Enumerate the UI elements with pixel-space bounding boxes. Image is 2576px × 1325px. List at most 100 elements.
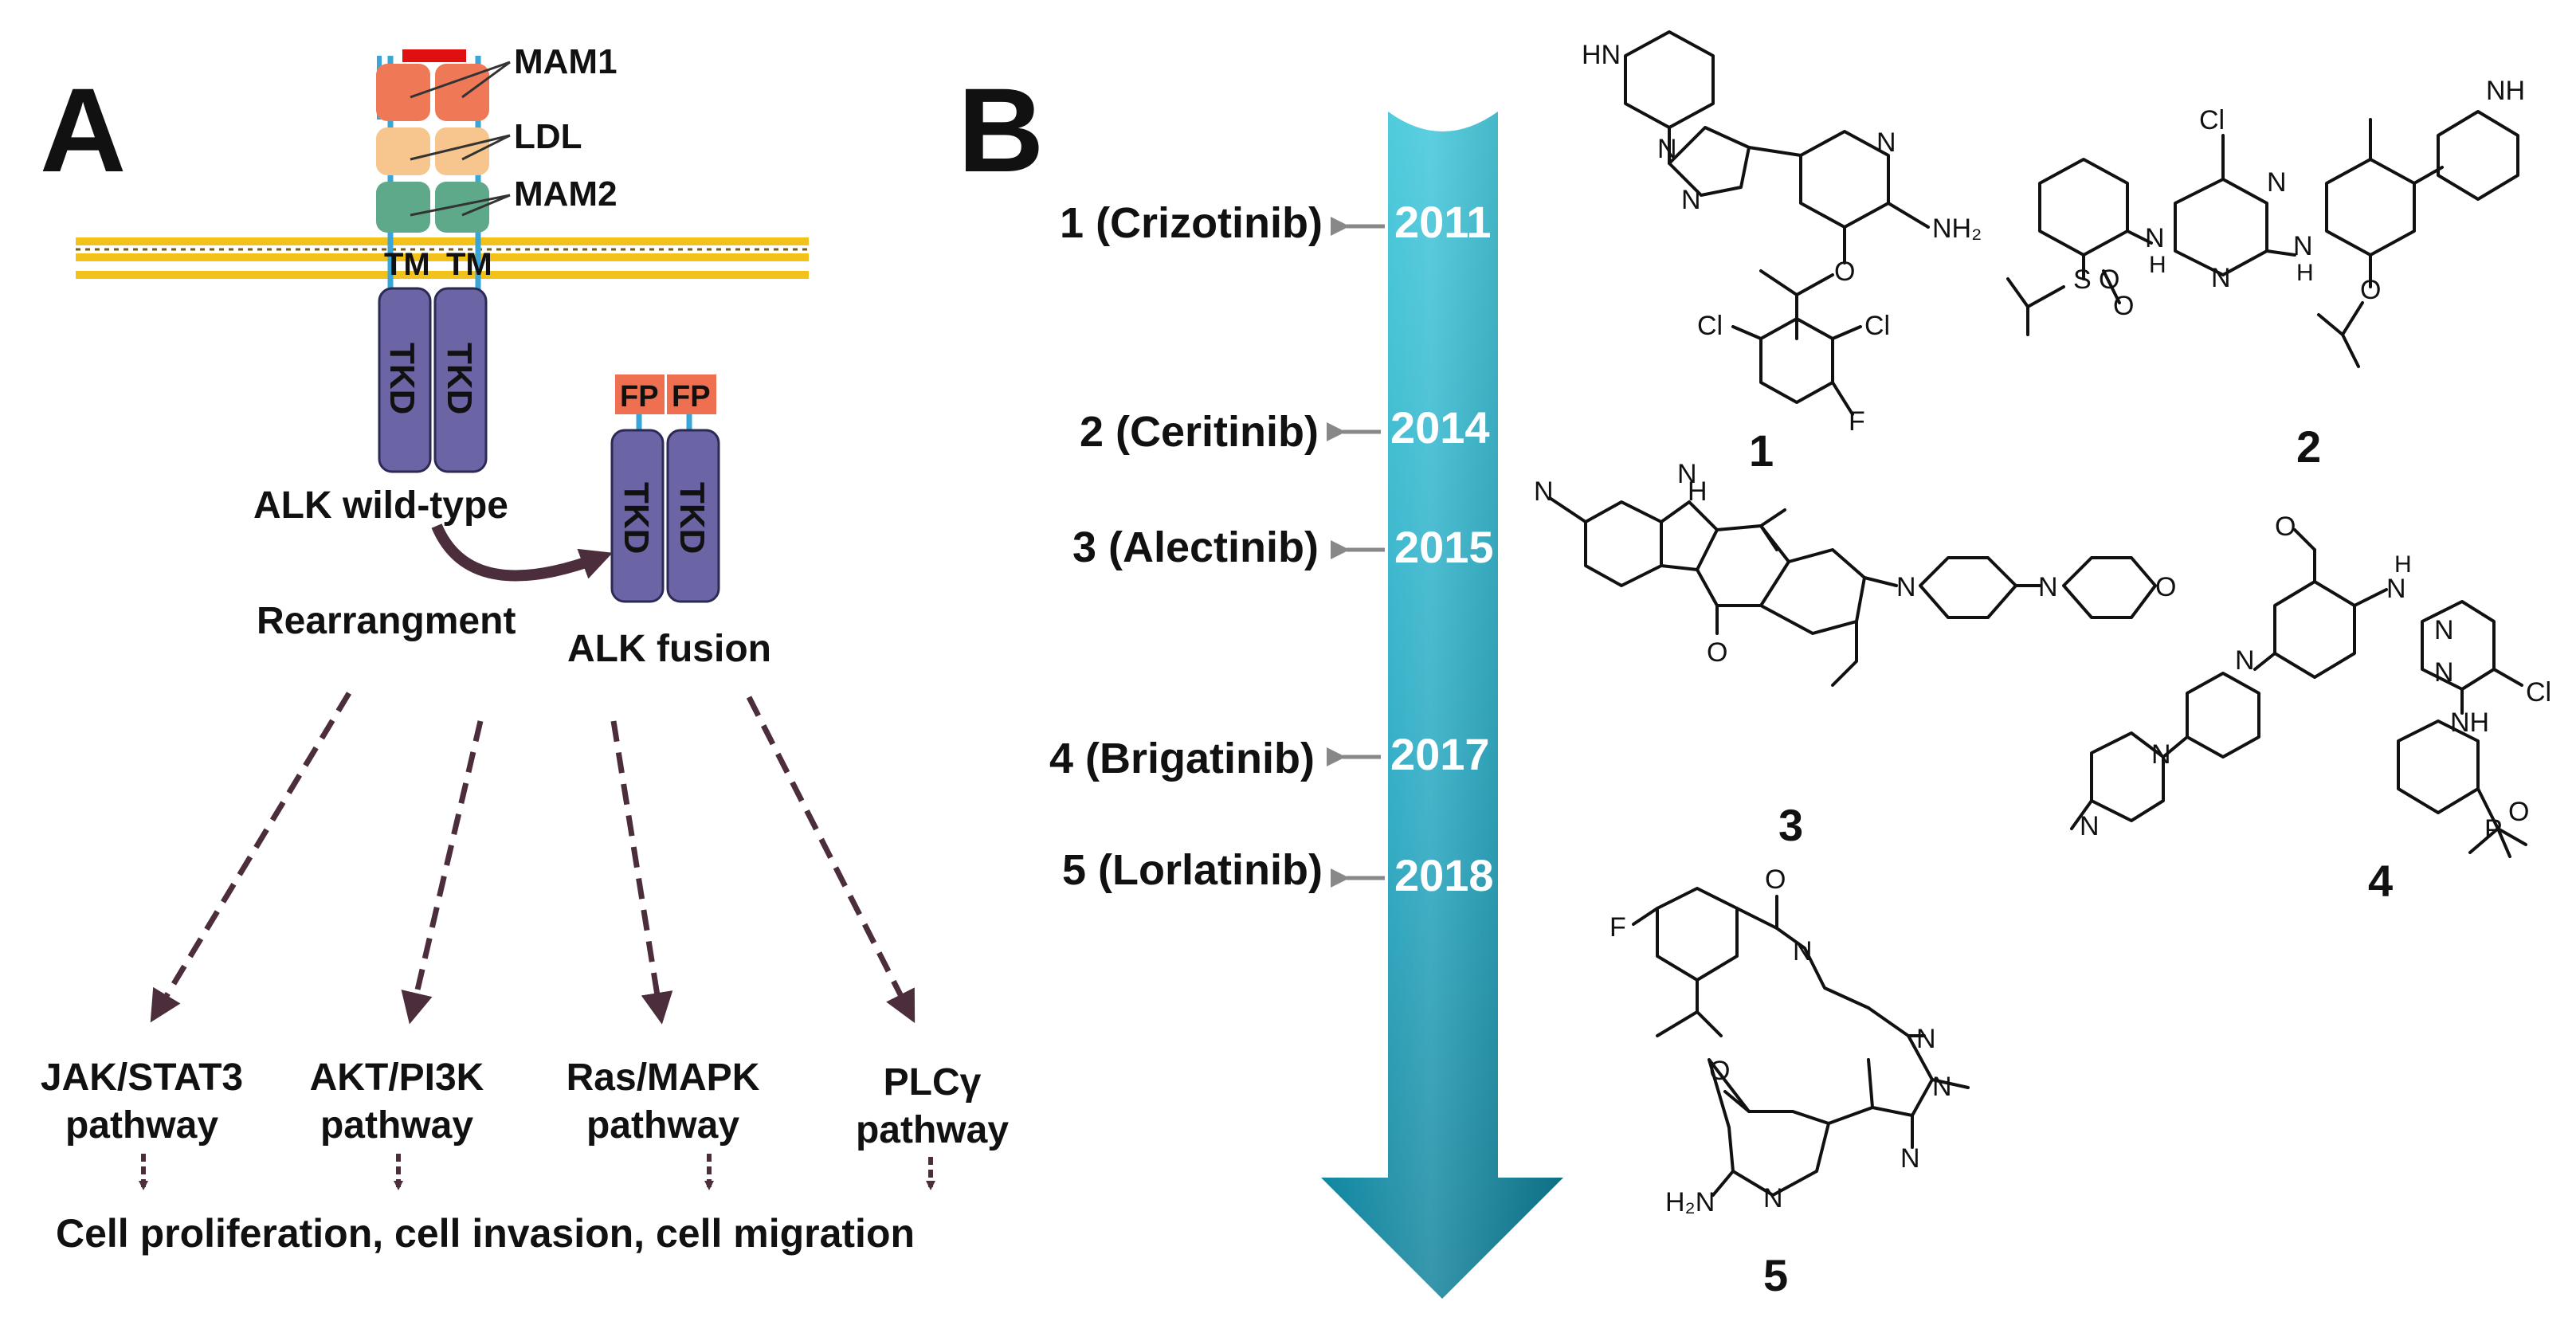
atom-label: H bbox=[1688, 476, 1708, 507]
ldl-domain-right bbox=[435, 127, 489, 175]
receptor-cap bbox=[402, 49, 466, 62]
atom-label: O bbox=[2508, 797, 2529, 827]
rearrangement-label: Rearrangment bbox=[257, 600, 516, 642]
atom-label: O bbox=[2360, 275, 2381, 305]
compound-number: 4 bbox=[2368, 856, 2393, 906]
tkd-label-left: TKD bbox=[382, 343, 421, 414]
pathway-3-line1: Ras/MAPK bbox=[567, 1056, 760, 1099]
atom-label: N bbox=[2145, 223, 2165, 253]
fp-label-left: FP bbox=[620, 380, 659, 414]
fusion-tkd-label-left: TKD bbox=[617, 482, 656, 554]
pathway-labels: JAK/STAT3 pathway AKT/PI3K pathway Ras/M… bbox=[41, 1056, 1009, 1151]
atom-label: N bbox=[1677, 459, 1697, 489]
atom-label: O bbox=[2113, 291, 2134, 321]
tkd-label-right: TKD bbox=[440, 343, 479, 414]
structure-1: HN N N N NH₂ O Cl Cl F 1 bbox=[1582, 30, 1982, 476]
timeline-entry: 3 (Alectinib) 2015 bbox=[1072, 522, 1494, 572]
atom-label: N bbox=[1932, 1072, 1952, 1102]
atom-label: O bbox=[1709, 1056, 1730, 1086]
atom-label: N bbox=[2151, 739, 2171, 770]
fp-domain-left bbox=[615, 374, 665, 414]
drug-name: 1 (Crizotinib) bbox=[1060, 199, 1323, 247]
approval-year: 2011 bbox=[1394, 197, 1492, 247]
tkd-domain-left bbox=[378, 287, 432, 473]
atom-label: Cl bbox=[2526, 677, 2551, 708]
pathway-2-line1: AKT/PI3K bbox=[310, 1056, 484, 1099]
mam1-domain-right bbox=[435, 64, 489, 121]
atom-label: O bbox=[2155, 572, 2176, 602]
compound-number: 3 bbox=[1778, 800, 1803, 850]
compound-number: 1 bbox=[1749, 425, 1774, 476]
ldl-label: LDL bbox=[514, 117, 582, 156]
atom-label: Cl bbox=[1864, 311, 1890, 341]
structure-5: O F N N N O H₂N N N 5 bbox=[1610, 864, 1970, 1300]
pathway-4-line2: pathway bbox=[856, 1109, 1009, 1151]
atom-label: N bbox=[1681, 185, 1701, 215]
atom-label: O bbox=[1707, 637, 1727, 668]
atom-label: N bbox=[1896, 572, 1916, 602]
atom-label: N bbox=[2119, 748, 2120, 750]
structure-2: Cl N N N H N H NH S O O O 2 bbox=[2006, 76, 2525, 472]
timeline-arrow bbox=[1321, 112, 1563, 1299]
atom-label: N bbox=[2235, 645, 2255, 676]
pathway-4-line1: PLCγ bbox=[884, 1061, 982, 1104]
fusion-tkd-left bbox=[610, 429, 665, 603]
mam2-label: MAM2 bbox=[514, 174, 618, 214]
approval-year: 2018 bbox=[1394, 850, 1494, 900]
drug-name: 3 (Alectinib) bbox=[1072, 523, 1319, 571]
atom-label: O bbox=[2275, 512, 2296, 542]
atom-label: O bbox=[1834, 257, 1855, 287]
drug-name: 5 (Lorlatinib) bbox=[1062, 846, 1323, 894]
fusion-tkd-label-right: TKD bbox=[672, 482, 712, 554]
tm-label-left: TM bbox=[384, 247, 430, 282]
atom-label: H bbox=[2296, 260, 2314, 286]
pathway-2-line2: pathway bbox=[320, 1104, 473, 1147]
mam1-label: MAM1 bbox=[514, 42, 618, 81]
atom-label: O bbox=[1765, 864, 1786, 895]
atom-label: N bbox=[2038, 572, 2058, 602]
drug-name: 4 (Brigatinib) bbox=[1049, 735, 1315, 782]
fp-label-right: FP bbox=[672, 380, 711, 414]
tm-label-right: TM bbox=[446, 247, 492, 282]
cell-membrane bbox=[76, 237, 809, 279]
alk-wild-type-receptor: TKD TKD TM TM MAM1 LDL MAM2 ALK wild-typ… bbox=[253, 42, 618, 527]
timeline-entries: 1 (Crizotinib) 2011 2 (Ceritinib) 2014 3… bbox=[1049, 197, 1494, 900]
atom-label: NH bbox=[2486, 76, 2525, 106]
atom-label: N bbox=[2267, 167, 2287, 198]
atom-label: S bbox=[2073, 265, 2092, 295]
pathway-1-line1: JAK/STAT3 bbox=[41, 1056, 243, 1099]
atom-label: F bbox=[1610, 912, 1626, 943]
compound-number: 5 bbox=[1763, 1250, 1788, 1300]
mam2-domain-right bbox=[435, 182, 489, 233]
atom-label: Cl bbox=[1697, 311, 1723, 341]
structure-3: N H N O N N O 3 bbox=[1534, 459, 2176, 850]
atom-label: N bbox=[1900, 1143, 1920, 1174]
approval-year: 2014 bbox=[1390, 402, 1490, 453]
outcome-arrows bbox=[139, 1154, 935, 1190]
panel-a-label: A bbox=[40, 63, 126, 197]
rearrangement-arrow bbox=[431, 523, 613, 582]
atom-label: N bbox=[1916, 1024, 1936, 1054]
atom-label: H bbox=[2394, 551, 2412, 578]
approval-year: 2017 bbox=[1390, 729, 1490, 779]
atom-label: N bbox=[1876, 127, 1896, 158]
atom-label: P bbox=[2484, 814, 2503, 845]
ldl-domain-left bbox=[376, 127, 430, 175]
atom-label: HN bbox=[1582, 40, 1621, 70]
mam1-domain-left bbox=[376, 64, 430, 121]
atom-label: N bbox=[2434, 615, 2454, 645]
fp-domain-right bbox=[667, 374, 716, 414]
compound-number: 2 bbox=[2296, 421, 2321, 472]
atom-label: N bbox=[2080, 811, 2100, 841]
outcome-label: Cell proliferation, cell invasion, cell … bbox=[56, 1211, 915, 1256]
atom-label: NH bbox=[2450, 708, 2489, 738]
atom-label: N bbox=[2211, 263, 2231, 293]
alk-wild-type-label: ALK wild-type bbox=[253, 484, 508, 527]
panel-b: B 1 (Crizotinib) 2011 2 (Ceritinib) 2014… bbox=[958, 30, 2551, 1300]
atom-label: H₂N bbox=[1665, 1187, 1715, 1217]
approval-year: 2015 bbox=[1394, 522, 1494, 572]
atom-label: NH₂ bbox=[1932, 214, 1982, 244]
timeline-entry: 4 (Brigatinib) 2017 bbox=[1049, 729, 1490, 782]
atom-label: N bbox=[1534, 476, 1554, 507]
